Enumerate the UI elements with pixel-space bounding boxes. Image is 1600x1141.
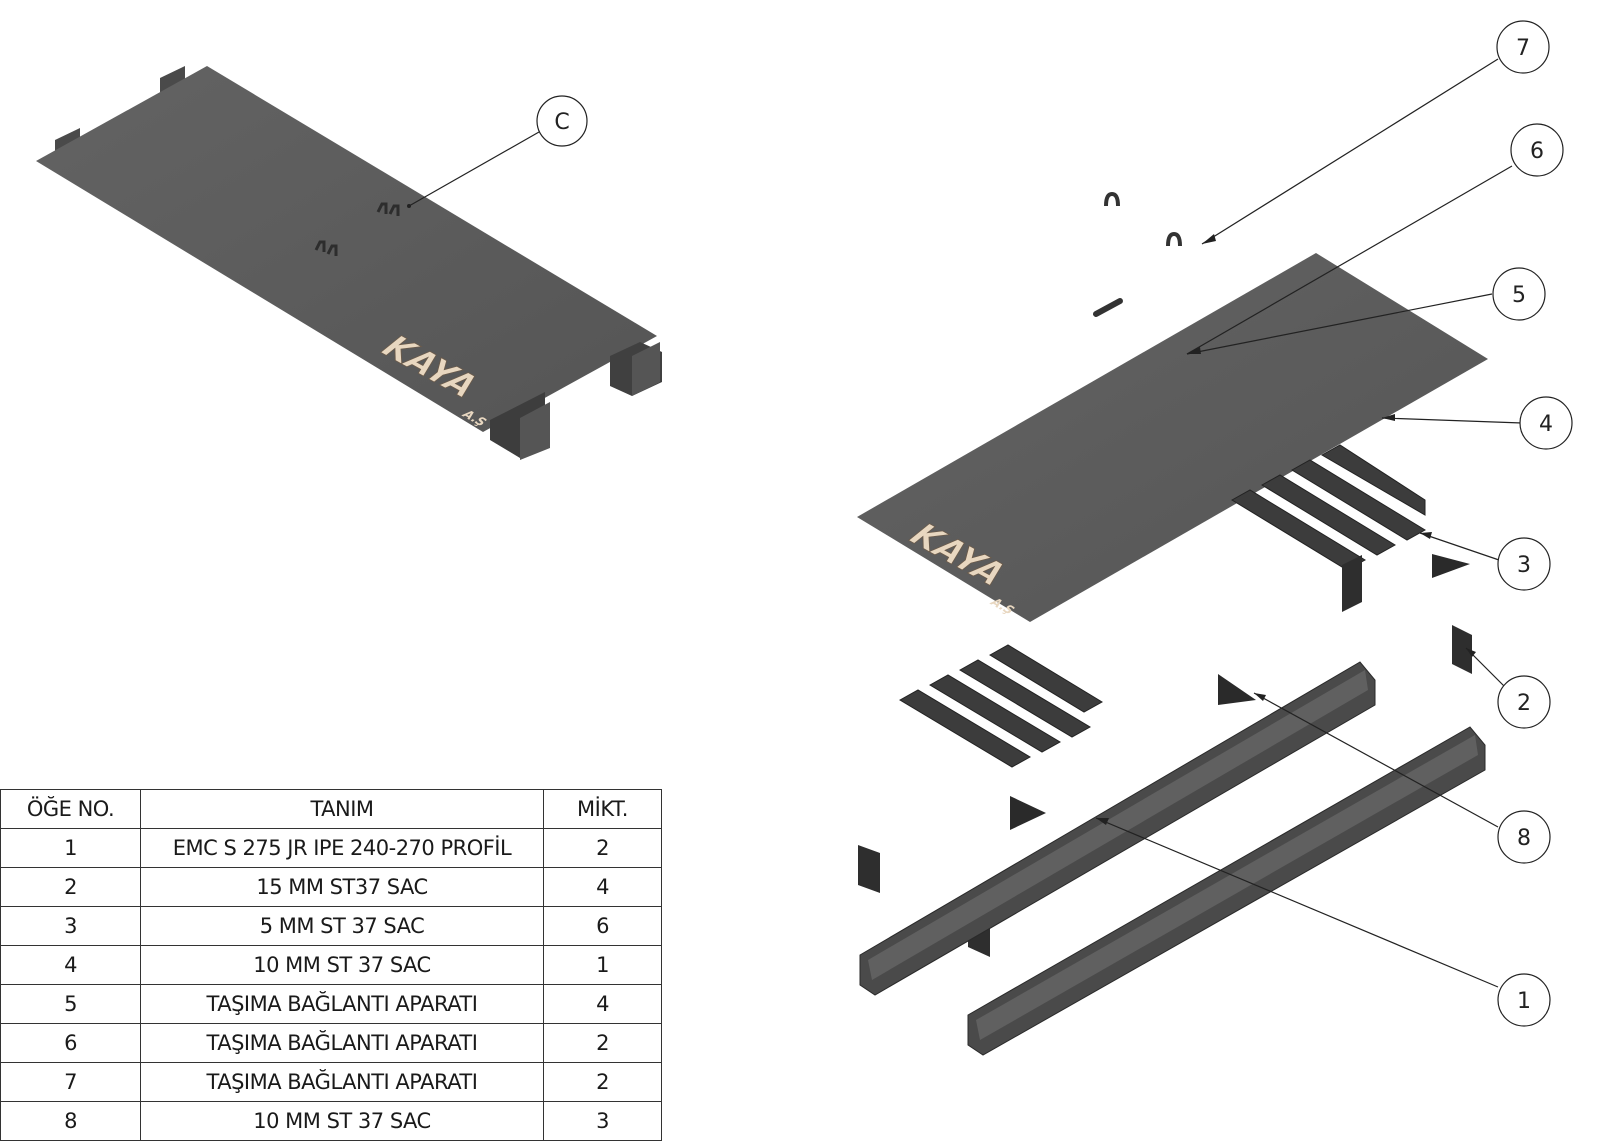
gusset-top [1432,554,1470,578]
deck-plate-assembled [36,66,657,432]
bom-description: TAŞIMA BAĞLANTI APARATI [140,984,544,1024]
deck-plate-exploded [857,253,1488,622]
bom-item-no: 7 [0,1062,141,1102]
bom-quantity: 2 [543,828,662,868]
svg-text:2: 2 [1517,691,1531,716]
bom-quantity: 2 [543,1023,662,1063]
balloon-6: 6 [1510,123,1564,177]
balloon-8: 8 [1497,810,1551,864]
balloon-7: 7 [1496,20,1550,74]
bom-item-no: 1 [0,828,141,868]
bom-description: 15 MM ST37 SAC [140,867,544,907]
bom-item-no: 8 [0,1101,141,1141]
bom-header-quantity: MİKT. [543,789,662,829]
bom-header-description: TANIM [140,789,544,829]
svg-text:6: 6 [1530,139,1544,164]
shackle-1 [1104,191,1120,207]
balloon-5: 5 [1492,267,1546,321]
bom-quantity: 1 [543,945,662,985]
end-plate-left [858,845,880,893]
bom-header-row: ÖĞE NO. TANIM MİKT. [0,789,662,829]
bom-item-no: 3 [0,906,141,946]
bom-quantity: 4 [543,867,662,907]
svg-text:1: 1 [1517,989,1531,1014]
balloon-2: 2 [1497,675,1551,729]
callout-label-c: C [554,110,569,135]
assembled-view: KAYA A.Ş C [36,66,662,460]
gusset-8-b [1010,796,1046,830]
bom-description: TAŞIMA BAĞLANTI APARATI [140,1023,544,1063]
bom-description: TAŞIMA BAĞLANTI APARATI [140,1062,544,1102]
shackle-2 [1166,231,1182,247]
gusset-8-a [1218,674,1256,705]
bolt-part [1093,298,1123,317]
lifting-lug-2 [314,240,338,256]
callout-circle-c [536,95,588,147]
svg-text:5: 5 [1512,283,1526,308]
balloon-1: 1 [1497,973,1551,1027]
svg-text:7: 7 [1516,36,1530,61]
channel-set-top [1231,444,1426,571]
front-beam-right-plate [632,342,660,396]
ibeam-2-web [976,735,1478,1040]
svg-text:4: 4 [1539,412,1553,437]
bom-quantity: 4 [543,984,662,1024]
balloon-3: 3 [1497,537,1551,591]
bom-quantity: 3 [543,1101,662,1141]
leader-lines [1095,58,1523,988]
bom-description: 5 MM ST 37 SAC [140,906,544,946]
bom-item-no: 6 [0,1023,141,1063]
bom-item-no: 4 [0,945,141,985]
end-plate-item2 [1452,625,1472,674]
balloon-4: 4 [1519,396,1573,450]
channel-set-bottom [898,644,1103,768]
bom-description: EMC S 275 JR IPE 240-270 PROFİL [140,828,544,868]
bom-header-item-no: ÖĞE NO. [0,789,141,829]
bom-quantity: 6 [543,906,662,946]
callout-leader-c [408,131,540,207]
bom-item-no: 2 [0,867,141,907]
bom-description: 10 MM ST 37 SAC [140,1101,544,1141]
leader-arrowheads [1096,234,1476,825]
callout-dot-c [407,204,411,208]
front-beam-left-plate [520,402,550,460]
bom-description: 10 MM ST 37 SAC [140,945,544,985]
bom-item-no: 5 [0,984,141,1024]
lifting-lug-1 [376,202,400,216]
exploded-view: KAYA A.Ş [857,20,1573,1056]
svg-text:8: 8 [1517,826,1531,851]
svg-text:3: 3 [1517,553,1531,578]
bom-quantity: 2 [543,1062,662,1102]
ibeam-1-web [868,670,1368,980]
end-plate-top [1342,555,1362,612]
